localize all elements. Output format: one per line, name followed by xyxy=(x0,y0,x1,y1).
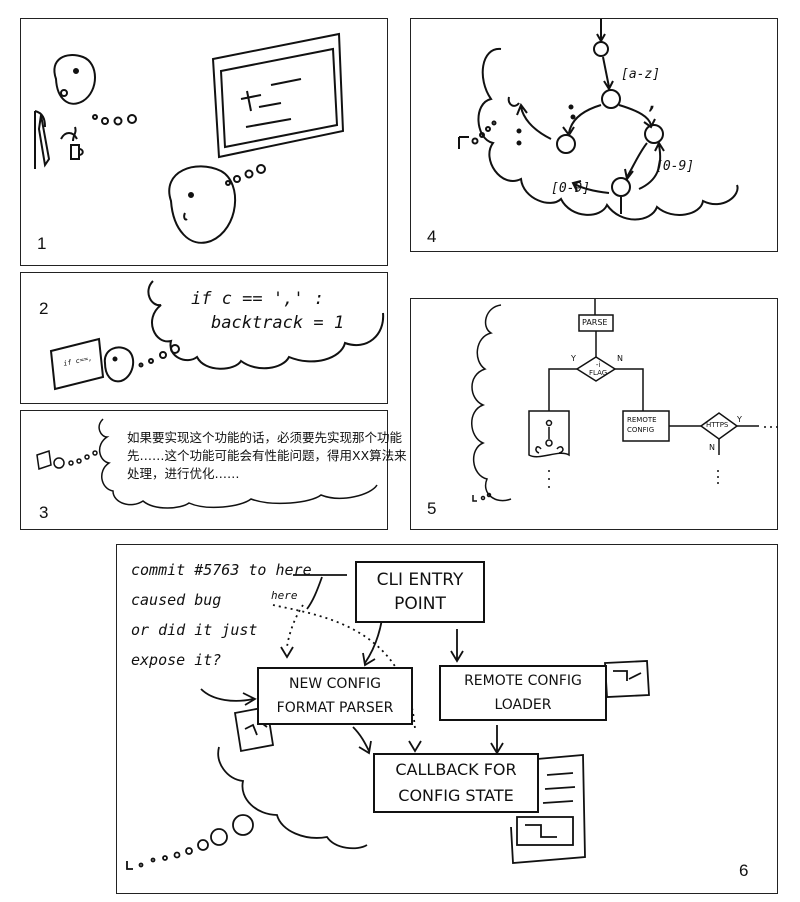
edge-label-0-9-right: [0-9] xyxy=(655,159,695,174)
commit-note-line-3: or did it just xyxy=(131,621,258,639)
panel-2-drawing xyxy=(49,280,385,391)
commit-note-line-2: caused bug xyxy=(131,591,222,609)
panel-5: PARSE -i FLAG Y N REMOTE CONFIG HTTPS Y … xyxy=(410,298,778,530)
thought-text: 如果要实现这个功能的话，必须要先实现那个功能先……这个功能可能会有性能问题，得用… xyxy=(127,430,407,481)
callback-for-config-state-box: CALLBACK FOR CONFIG STATE xyxy=(373,753,539,813)
panel-number: 5 xyxy=(427,499,437,518)
panel-6: commit #5763 to here caused bug or did i… xyxy=(116,544,778,894)
commit-note-line-1: commit #5763 to here xyxy=(131,561,312,579)
commit-note-line-4: expose it? xyxy=(131,651,222,669)
edge-label-a-z: [a-z] xyxy=(621,67,661,82)
panel-number: 2 xyxy=(39,299,49,318)
here-label: here xyxy=(271,589,298,602)
comma-mark: , xyxy=(647,93,658,114)
flag-diamond-label: -i FLAG xyxy=(589,361,608,377)
panel-1-drawing xyxy=(34,32,345,244)
branch-yes-label-2: Y xyxy=(737,415,742,424)
panel-3-drawing xyxy=(36,418,378,509)
code-line-if: if c == ',' : xyxy=(191,289,325,309)
panel-number: 1 xyxy=(37,234,47,253)
panel-3: 如果要实现这个功能的话，必须要先实现那个功能先……这个功能可能会有性能问题，得用… xyxy=(20,410,407,530)
https-diamond-label: HTTPS xyxy=(706,421,729,429)
code-line-backtrack: backtrack = 1 xyxy=(211,313,345,333)
cli-entry-point-box: CLI ENTRY POINT xyxy=(355,561,485,623)
branch-no-label-2: N xyxy=(709,443,715,452)
new-config-format-parser-box: NEW CONFIG FORMAT PARSER xyxy=(257,667,413,725)
branch-no-label: N xyxy=(617,354,623,363)
panel-number: 4 xyxy=(427,227,437,246)
panel-4: [a-z] [0-9] [0-9] , 4 xyxy=(410,18,778,252)
remote-config-box-label: REMOTE CONFIG xyxy=(627,416,657,434)
edge-label-0-9-left: [0-9] xyxy=(551,181,591,196)
panel-5-flowchart-drawing xyxy=(471,299,778,502)
panel-number: 3 xyxy=(39,503,49,522)
parse-box-label: PARSE xyxy=(582,318,608,327)
branch-yes-label: Y xyxy=(571,354,576,363)
panel-2: if c==, if c == ',' : backtrack = 1 2 xyxy=(20,272,388,404)
remote-config-loader-box: REMOTE CONFIG LOADER xyxy=(439,665,607,721)
panel-1: 1 xyxy=(20,18,388,266)
panel-4-state-machine-drawing xyxy=(458,19,739,221)
panel-number: 6 xyxy=(739,861,749,880)
